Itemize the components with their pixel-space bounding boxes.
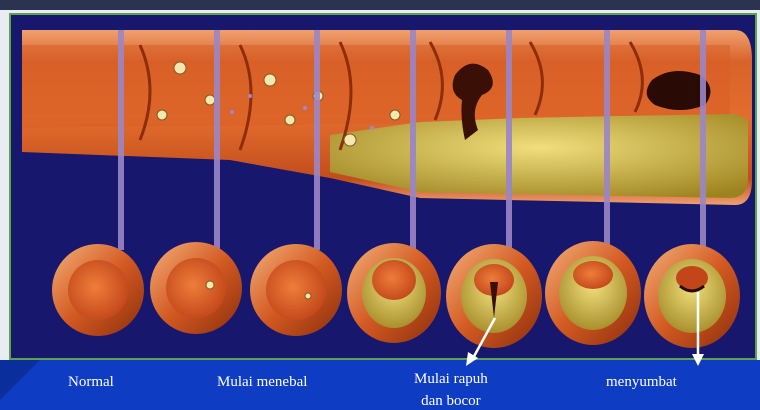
caption-thickening: Mulai menebal <box>217 374 307 391</box>
cross-section-6 <box>545 241 641 345</box>
caption-rupture-line2: dan bocor <box>414 390 488 410</box>
plaque-deposit <box>330 114 748 198</box>
top-bar <box>0 0 760 10</box>
caption-rupture-line1: Mulai rapuh <box>414 368 488 390</box>
cross-section-5 <box>446 244 542 348</box>
cross-section-2 <box>150 242 242 334</box>
cross-section-4 <box>347 243 441 343</box>
caption-rupture: Mulai rapuh dan bocor <box>414 368 488 410</box>
cross-section-7 <box>644 244 740 348</box>
cross-section-3 <box>250 244 342 336</box>
caption-normal: Normal <box>68 374 114 391</box>
cross-section-1 <box>52 244 144 336</box>
caption-blockage: menyumbat <box>606 374 677 391</box>
